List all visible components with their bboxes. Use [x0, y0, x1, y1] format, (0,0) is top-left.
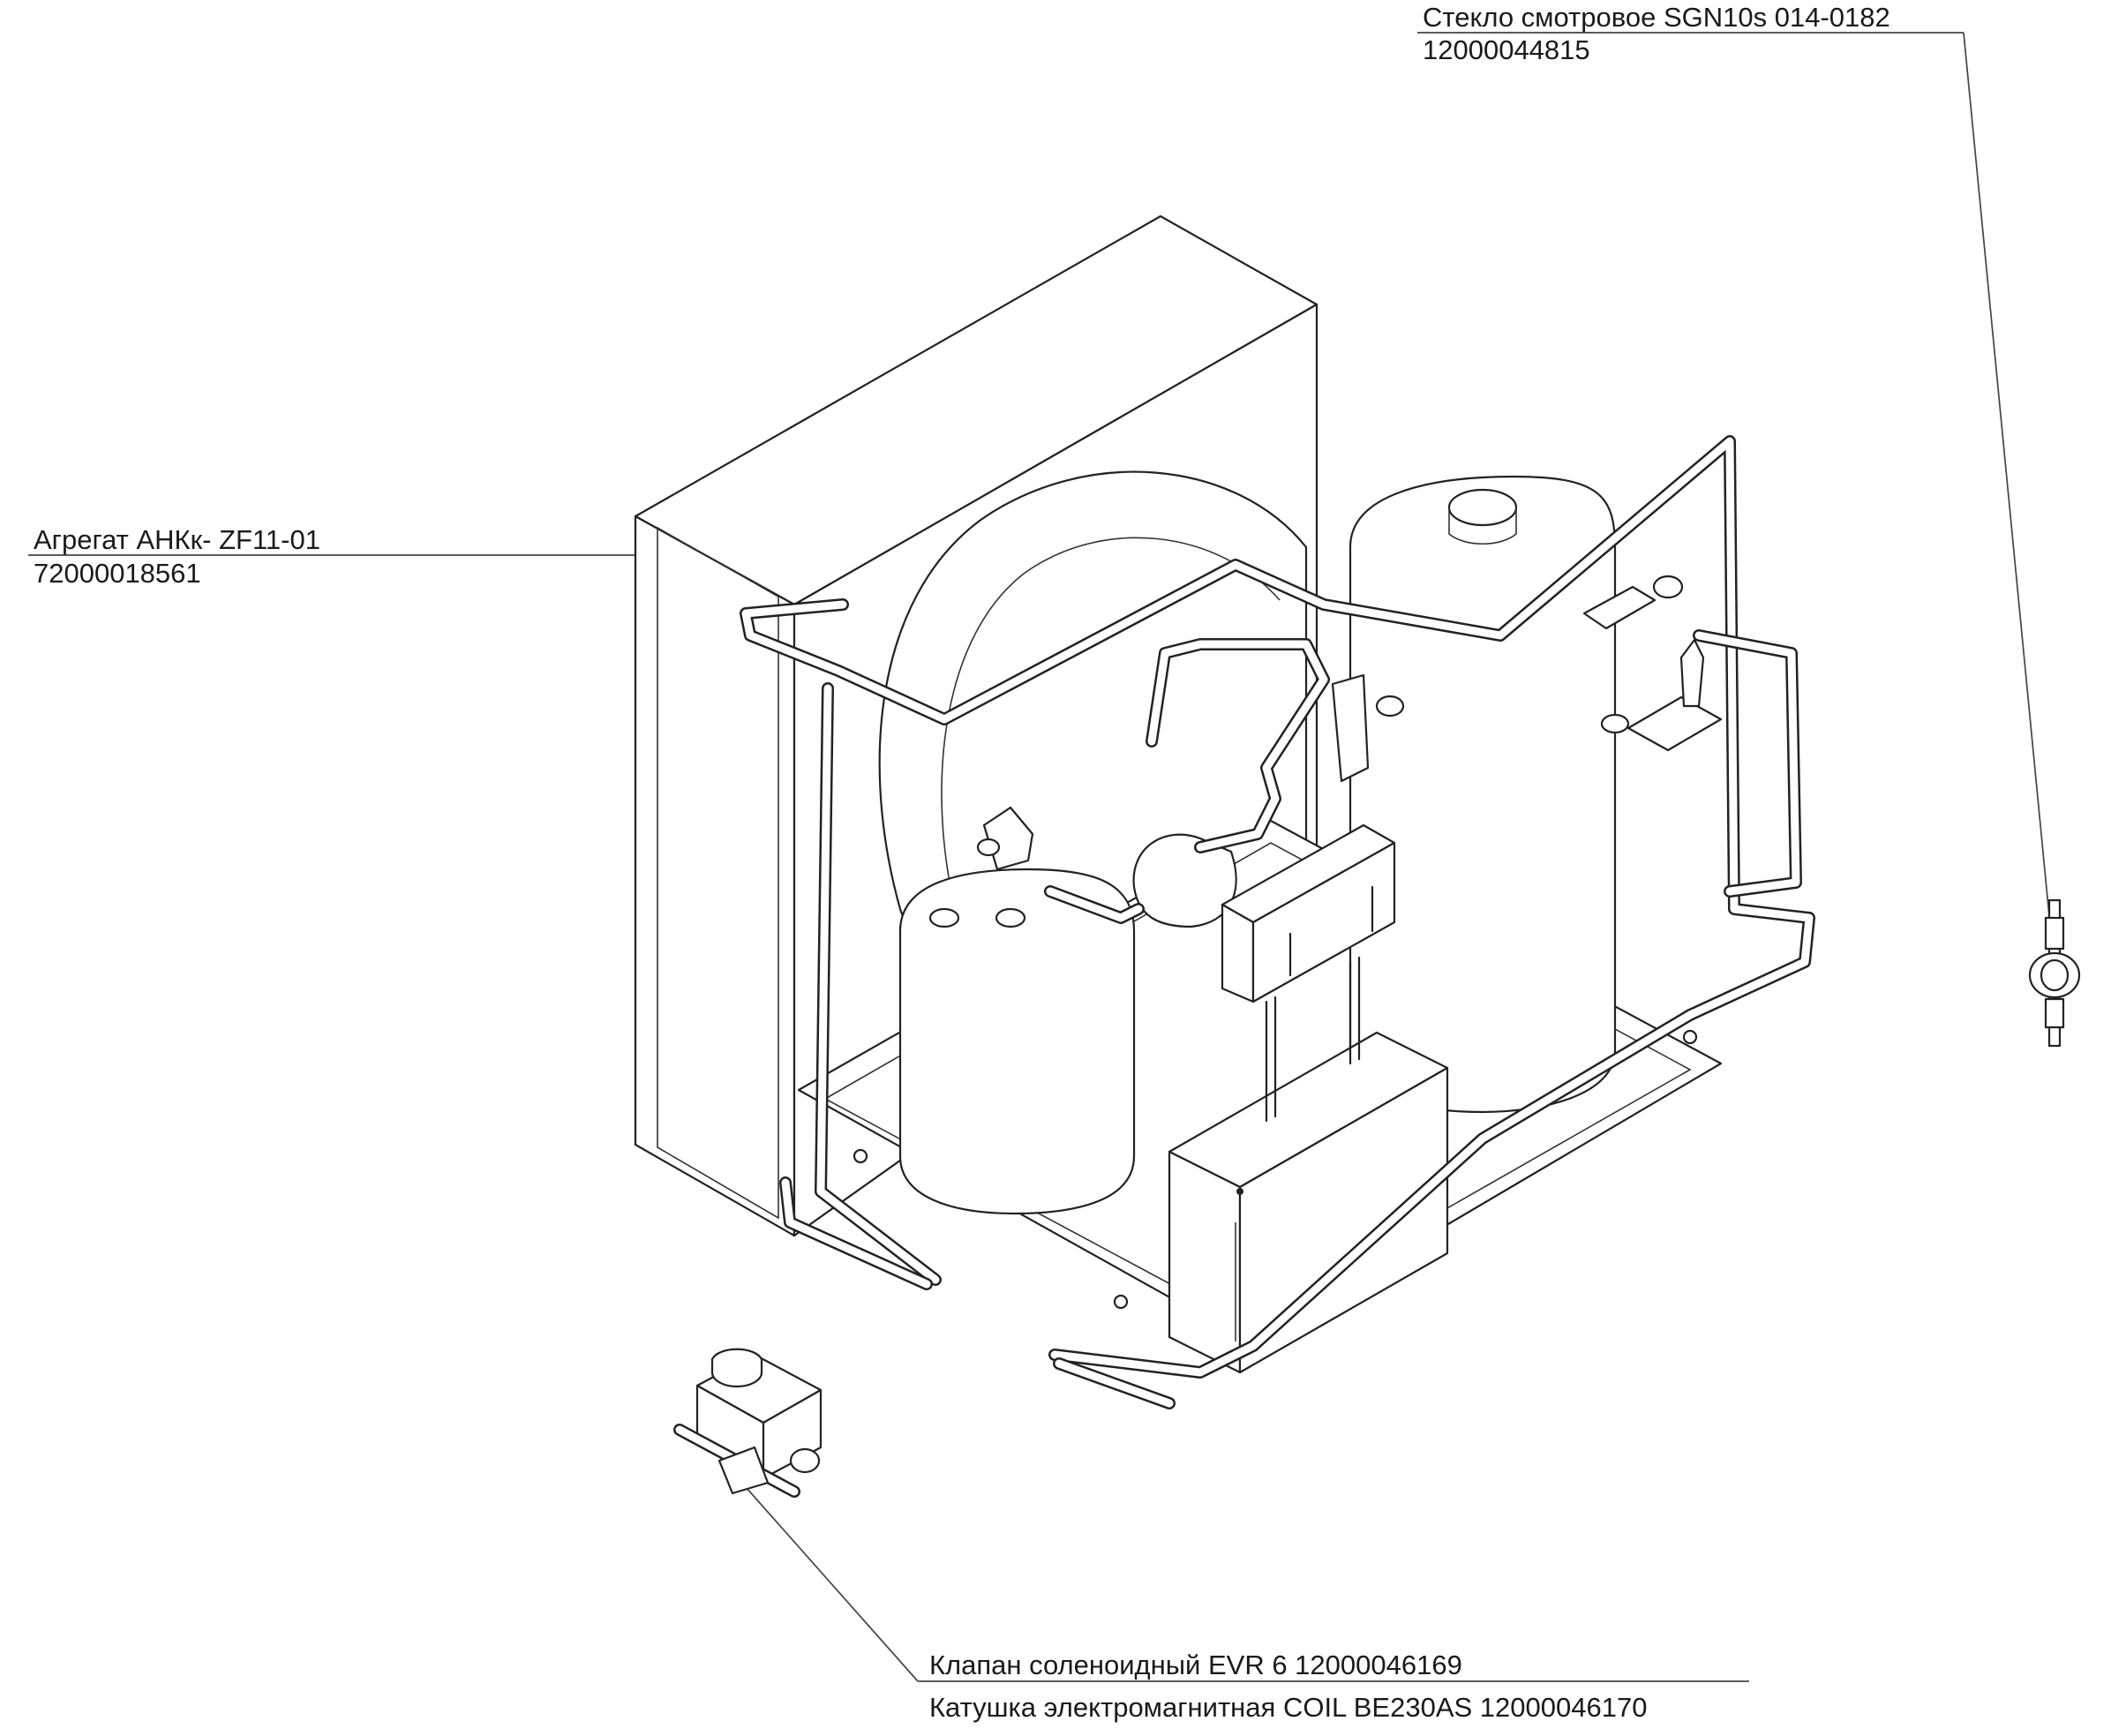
callout-sight-glass-code: 12000044815: [1423, 34, 1590, 65]
sight-glass-nut-bottom: [2044, 997, 2065, 1029]
terminal-supports: [1265, 956, 1361, 1123]
sight-glass-drawing: [2028, 898, 2081, 1048]
valve-b-stem: [1679, 638, 1705, 708]
pipe-receiver-filter-inner: [1046, 887, 1143, 922]
middle-valve-port: [1375, 695, 1405, 718]
pipe-bottom-stub-inner: [1055, 1359, 1174, 1408]
filter-drier-body: [1132, 833, 1237, 928]
solenoid-valve-drawing: [673, 1348, 823, 1498]
condenser-left-inset: [657, 526, 779, 1220]
control-box-small: [1221, 823, 1396, 1003]
valve-b-port: [1600, 713, 1630, 734]
callout-sight-glass: Стекло смотровое SGN10s 014-0182 1200004…: [1417, 2, 2055, 972]
terminal-box: [1168, 1031, 1449, 1374]
coil-front: [762, 1388, 823, 1480]
callout-unit-name: Агрегат АНКк- ZF11-01: [34, 524, 320, 555]
valve-a-port: [1652, 575, 1684, 599]
compressor-valves: [1582, 575, 1723, 752]
middle-valve-body: [1331, 673, 1370, 783]
piping: [740, 435, 1815, 1409]
base-bolt-2: [1113, 1294, 1129, 1310]
callout-valve-coil: Катушка электромагнитная COIL BE230AS 12…: [929, 1692, 1647, 1723]
receiver-valves: [976, 673, 1405, 871]
callout-valve-name: Клапан соленоидный EVR 6 12000046169: [929, 1650, 1462, 1680]
sight-glass-nut-top: [2044, 916, 2065, 951]
valve-body-block: [717, 1446, 770, 1495]
pipe-left-inner: [816, 684, 940, 1284]
pipe-left-lower-inner: [781, 1178, 931, 1289]
sight-glass-window: [2040, 958, 2070, 992]
base-bolt-3: [1682, 1029, 1698, 1045]
fan-disc-inner-ring: [941, 537, 1281, 901]
pipe-main-inner: [741, 437, 1814, 1377]
filter-drier: [1132, 833, 1237, 928]
callout-sight-glass-name: Стекло смотровое SGN10s 014-0182: [1423, 2, 1890, 33]
valve-leader: [745, 1486, 919, 1682]
sight-glass-leader: [1963, 32, 2055, 972]
condensing-unit-drawing: [634, 214, 1815, 1409]
terminal-box-front: [1238, 1066, 1449, 1374]
valve-a-body: [1582, 585, 1656, 630]
receiver: [898, 868, 1136, 1215]
coil-cap-side: [710, 1348, 763, 1372]
small-box-side: [1221, 903, 1255, 1003]
pipe-right-loop-inner: [1694, 631, 1800, 896]
pipe-right-loop: [1693, 629, 1802, 898]
pipe-upper-loop-inner: [1147, 640, 1328, 852]
coil-connector: [789, 1447, 821, 1474]
receiver-valve-port: [995, 907, 1026, 928]
terminal-box-screw: [1236, 1188, 1243, 1195]
callout-unit: Агрегат АНКк- ZF11-01 72000018561: [28, 524, 697, 589]
receiver-port: [928, 907, 960, 928]
receiver-valve-cap: [976, 838, 1001, 857]
callout-valve: Клапан соленоидный EVR 6 12000046169 Кат…: [745, 1486, 1749, 1723]
compressor-cap-side: [1448, 507, 1517, 545]
small-box-front: [1251, 841, 1396, 1003]
base-bolt-1: [853, 1148, 868, 1164]
condenser-left-face: [634, 515, 796, 1237]
compressor-top-cap: [1447, 488, 1518, 527]
terminal-box-side: [1168, 1150, 1242, 1374]
receiver-body: [898, 868, 1136, 1215]
callout-unit-code: 72000018561: [34, 558, 201, 589]
valve-b-body: [1626, 695, 1723, 752]
